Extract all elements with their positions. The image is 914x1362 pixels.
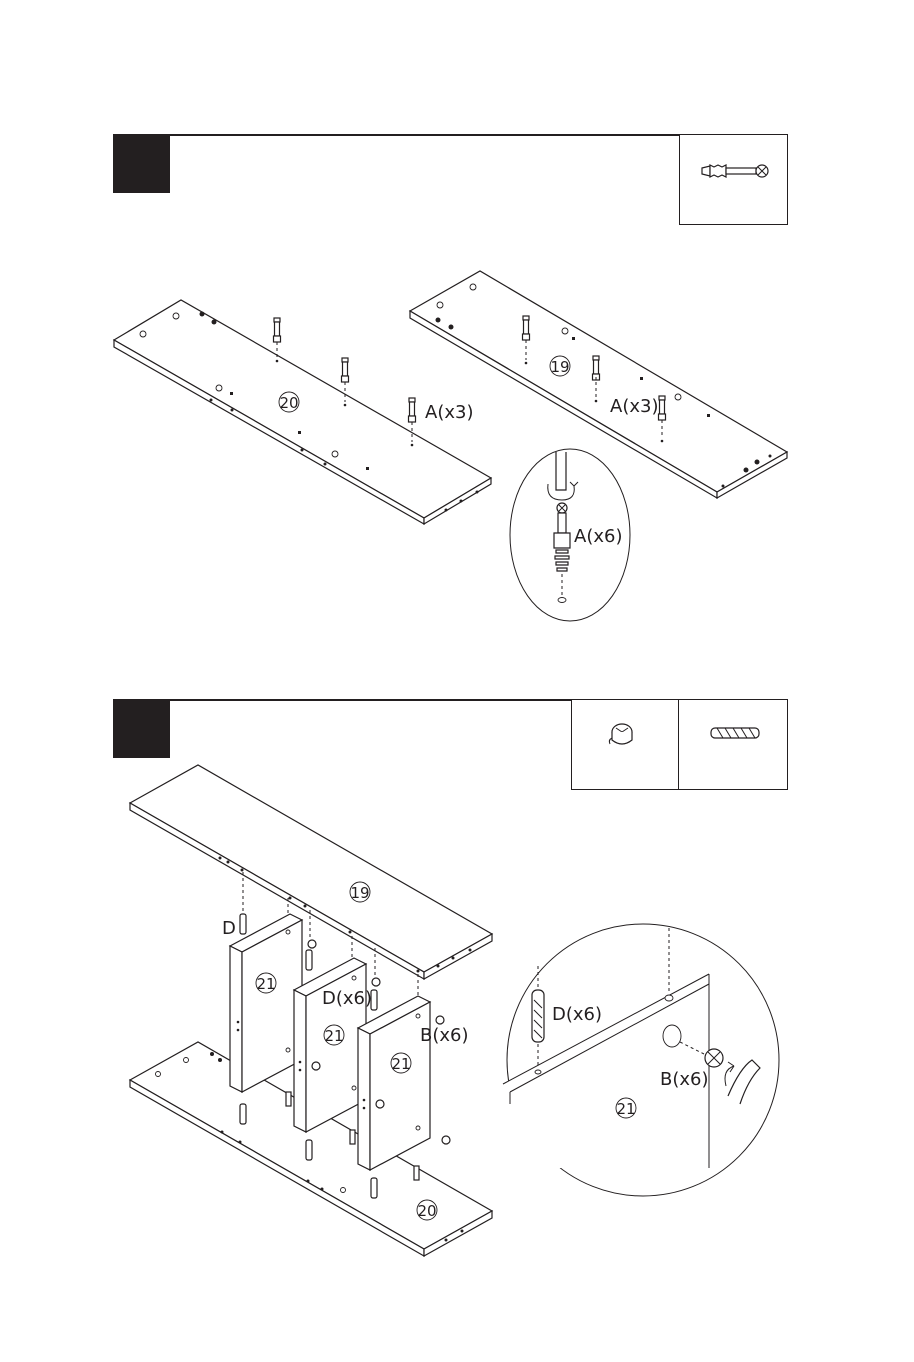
dowel-qty-label: D(x6) (322, 988, 372, 1009)
detail-cam-qty-label: B(x6) (660, 1069, 709, 1090)
dowel-single-label: D (222, 918, 236, 939)
panel-19-top-number: 19 (350, 884, 369, 902)
panel-20-bottom-number: 20 (417, 1202, 436, 1220)
divider-1-number: 21 (256, 975, 275, 993)
detail-dowel-qty-label: D(x6) (552, 1004, 602, 1025)
detail-panel-number: 21 (616, 1100, 635, 1118)
divider-panel-3: 21 (358, 996, 430, 1170)
cam-qty-label: B(x6) (420, 1025, 469, 1046)
divider-panel-2: 21 (294, 958, 366, 1132)
divider-3-number: 21 (391, 1055, 410, 1073)
step-2-detail-callout: D(x6) B(x6) 21 (503, 924, 779, 1196)
divider-panel-1: 21 (230, 914, 302, 1092)
divider-2-number: 21 (324, 1027, 343, 1045)
